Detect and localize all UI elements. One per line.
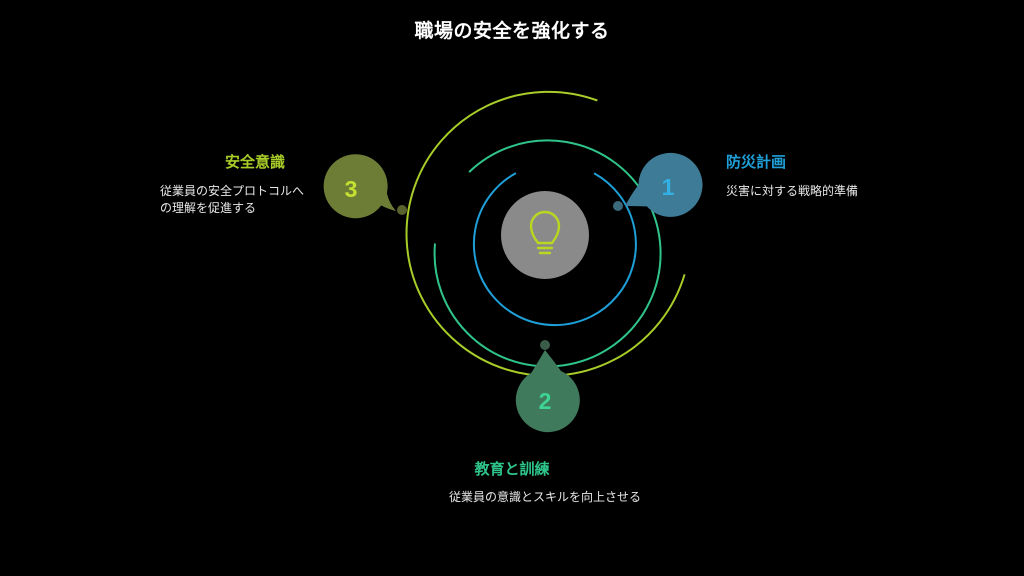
connector-dot-1 <box>613 201 623 211</box>
lightbulb-icon <box>529 210 561 255</box>
page-title: 職場の安全を強化する <box>414 20 610 42</box>
connector-dot-3 <box>397 205 407 215</box>
node-2-number: 2 <box>539 388 552 414</box>
middle-orbit-ring <box>433 139 662 368</box>
step-1-description: 災害に対する戦略的準備 <box>726 184 859 198</box>
step-3-description: 従業員の安全プロトコルへの理解を促進する <box>160 184 305 215</box>
step-2-label: 教育と訓練 <box>474 460 550 478</box>
node-3-number: 3 <box>345 176 358 202</box>
node-1-marker <box>625 152 703 217</box>
node-2-marker <box>515 350 580 433</box>
node-1-number: 1 <box>662 174 675 200</box>
outer-orbit-ring <box>405 90 686 377</box>
center-circle <box>501 191 589 279</box>
step-1-label: 防災計画 <box>726 153 787 171</box>
step-3-label: 安全意識 <box>225 153 286 171</box>
step-2-description: 従業員の意識とスキルを向上させる <box>448 490 641 504</box>
inner-orbit-ring <box>472 172 637 327</box>
connector-dot-2 <box>540 340 550 350</box>
node-3-marker <box>323 154 396 219</box>
